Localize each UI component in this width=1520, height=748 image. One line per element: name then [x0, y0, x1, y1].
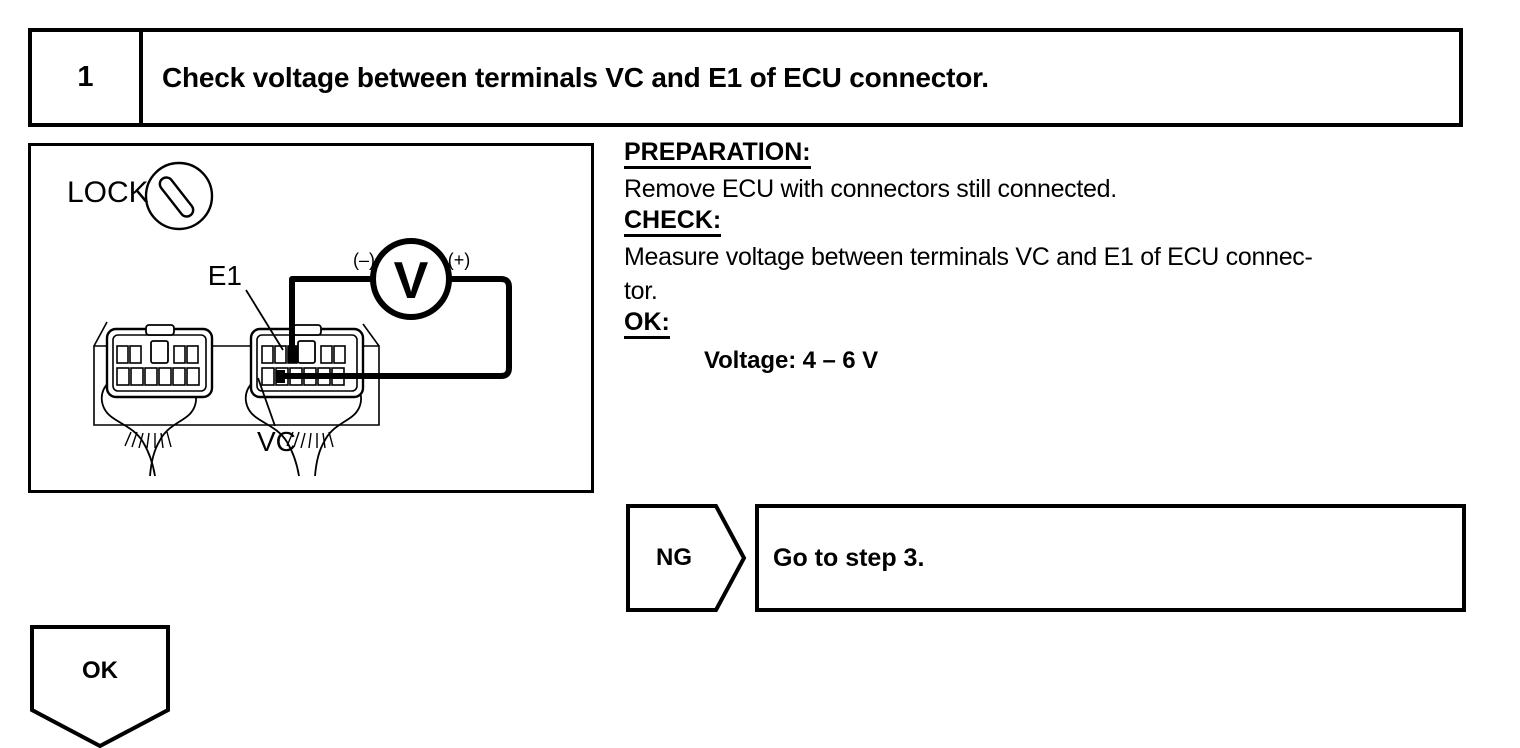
step-number-cell: 1: [32, 32, 143, 123]
polarity-positive-label: (+): [448, 250, 471, 270]
voltmeter-symbol: V: [394, 252, 429, 310]
test-lead-wires: [277, 276, 512, 379]
preparation-heading-row: PREPARATION:: [624, 140, 1474, 169]
step-header-bar: 1 Check voltage between terminals VC and…: [28, 28, 1463, 127]
ok-branch: OK: [30, 625, 170, 748]
step-title: Check voltage between terminals VC and E…: [162, 61, 989, 93]
polarity-negative-label: (–): [353, 250, 375, 270]
voltmeter-icon: V: [370, 238, 452, 320]
check-text: Measure voltage between terminals VC and…: [624, 243, 1313, 271]
instructions-column: PREPARATION: Remove ECU with connectors …: [624, 140, 1474, 375]
lock-icon: [144, 161, 214, 231]
ok-spec-value: Voltage: 4 – 6 V: [704, 347, 879, 374]
check-heading-row: CHECK:: [624, 208, 1474, 237]
ng-arrow-shape: [626, 504, 747, 612]
preparation-heading: PREPARATION:: [624, 140, 811, 169]
ok-label: OK: [82, 657, 118, 684]
ng-branch: NG Go to step 3.: [626, 504, 1466, 612]
check-text-continuation: tor.: [624, 277, 658, 305]
check-heading: CHECK:: [624, 208, 722, 237]
ng-label: NG: [656, 544, 692, 571]
preparation-text: Remove ECU with connectors still connect…: [624, 175, 1117, 203]
wiring-diagram: V (–) (+) E1 VC LOCK: [67, 161, 512, 477]
ng-tag: NG: [626, 504, 747, 612]
ok-heading-row: OK:: [624, 310, 1474, 339]
ng-result-text: Go to step 3.: [773, 543, 925, 572]
ng-result-box: Go to step 3.: [755, 504, 1466, 612]
ecu-connector-right: [244, 324, 365, 477]
terminal-e1-label: E1: [208, 260, 242, 291]
callout-vc: VC: [257, 377, 296, 457]
step-number: 1: [77, 61, 94, 93]
ok-arrow-shape: [30, 625, 170, 748]
lock-label: LOCK: [67, 176, 149, 209]
diagram-panel: V (–) (+) E1 VC LOCK: [28, 143, 594, 493]
ecu-connector-left: [100, 324, 214, 477]
callout-e1: E1: [208, 260, 284, 351]
terminal-vc-label: VC: [257, 426, 296, 457]
ok-heading: OK:: [624, 310, 670, 339]
